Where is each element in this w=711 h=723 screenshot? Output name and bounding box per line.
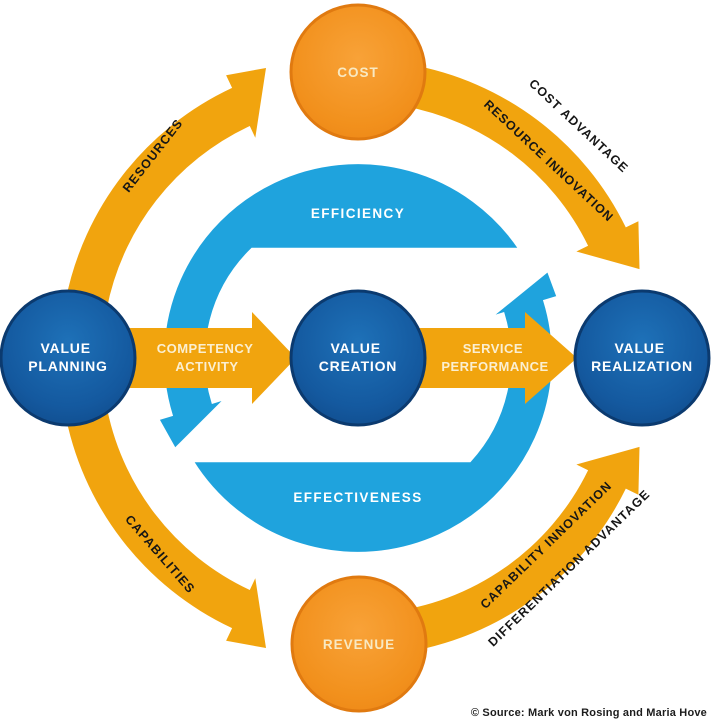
source-credit: © Source: Mark von Rosing and Maria Hove <box>471 707 707 719</box>
circle-value-creation <box>289 289 427 427</box>
value-creation-line2: CREATION <box>319 358 397 374</box>
circle-value-realization <box>573 289 711 427</box>
efficiency-label: EFFICIENCY <box>311 206 405 221</box>
value-realization-line1: VALUE <box>614 340 664 356</box>
service-line2: PERFORMANCE <box>441 359 548 374</box>
curved-arrow-capabilities <box>64 402 266 648</box>
competency-line1: COMPETENCY <box>157 341 254 356</box>
curved-arrow-resources <box>65 68 266 310</box>
service-performance-arrow <box>412 312 577 404</box>
effectiveness-label: EFFECTIVENESS <box>293 490 422 505</box>
value-realization-line2: REALIZATION <box>591 358 693 374</box>
competency-activity-label: COMPETENCY ACTIVITY <box>157 341 258 374</box>
service-performance-label: SERVICE PERFORMANCE <box>441 341 548 374</box>
value-planning-line1: VALUE <box>40 340 90 356</box>
competency-activity-arrow <box>127 312 296 404</box>
circle-value-planning <box>0 289 137 427</box>
competency-line2: ACTIVITY <box>175 359 238 374</box>
value-creation-label: VALUE CREATION <box>319 340 397 374</box>
value-planning-line2: PLANNING <box>28 358 108 374</box>
curved-arrow-cost-advantage <box>402 64 640 270</box>
circle-revenue <box>290 575 428 713</box>
revenue-label: REVENUE <box>323 637 395 652</box>
circle-cost <box>289 3 427 141</box>
curved-arrow-capability-innovation <box>384 446 640 655</box>
value-realization-label: VALUE REALIZATION <box>591 340 693 374</box>
cost-label: COST <box>337 65 379 80</box>
resource-innovation-label: RESOURCE INNOVATION <box>481 97 616 224</box>
service-line1: SERVICE <box>463 341 523 356</box>
value-planning-label: VALUE PLANNING <box>28 340 108 374</box>
value-creation-line1: VALUE <box>330 340 380 356</box>
